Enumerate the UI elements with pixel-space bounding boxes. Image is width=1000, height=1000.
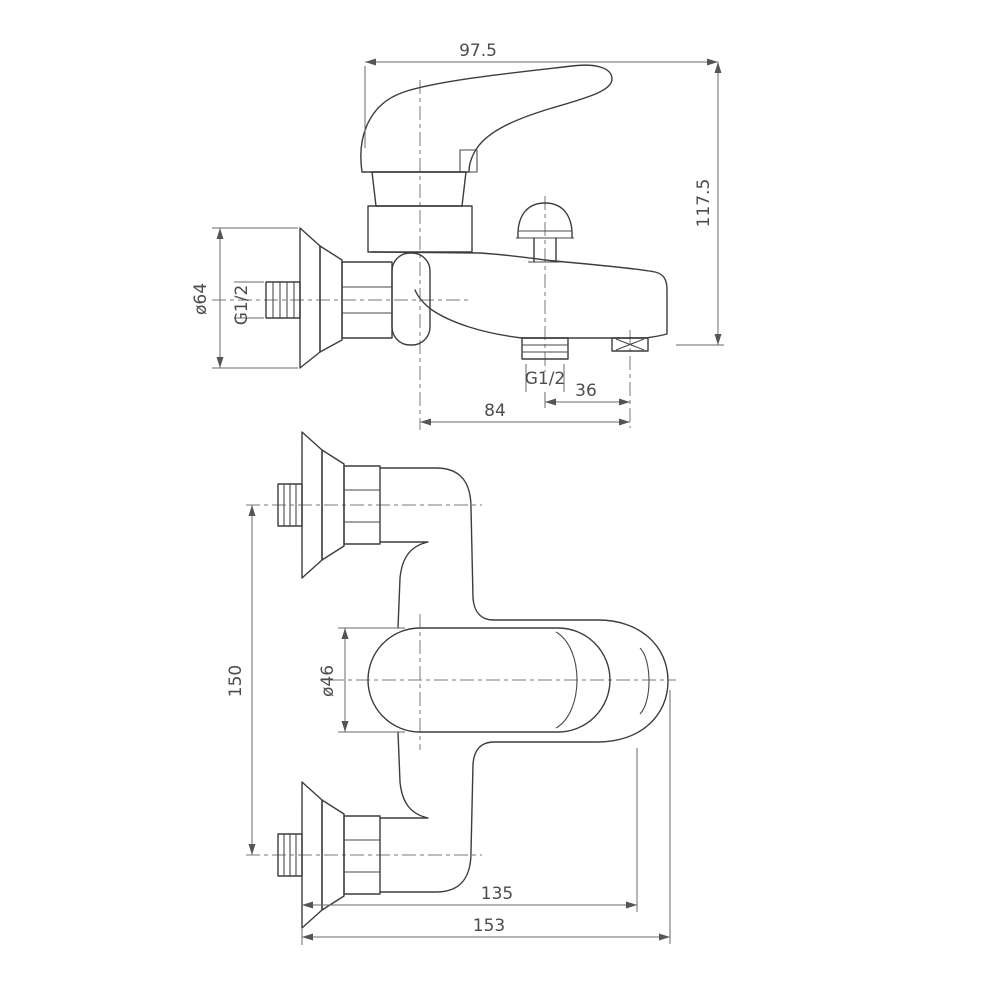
dimension-135: 135: [302, 748, 638, 912]
hex-nut-top: [343, 465, 381, 545]
dimension-label-84: 84: [484, 401, 506, 421]
wall-connection-bottom: [277, 781, 381, 929]
shower-outlet: [521, 337, 569, 360]
spout-outlet: [611, 337, 649, 352]
dimension-label-dia-46: ø46: [318, 665, 338, 697]
mixer-body-plan: [379, 467, 669, 893]
dimension-150: 150: [226, 505, 256, 855]
wall-connection-top: [277, 431, 381, 579]
handle-indicator-cap: [459, 149, 478, 173]
plan-view: 150 ø46 135 153: [226, 431, 676, 945]
dimension-117-5: 117.5: [676, 62, 724, 346]
label-inlet-thread: G1/2: [232, 281, 264, 326]
dimension-97-5: 97.5: [364, 41, 718, 148]
dimension-label-135: 135: [481, 884, 513, 904]
dimension-label-153: 153: [473, 916, 505, 936]
dimension-dia-46: ø46: [318, 627, 405, 733]
escutcheon-outer: [299, 227, 321, 369]
label-outlet-thread-text: G1/2: [525, 369, 566, 389]
label-outlet-thread: G1/2: [525, 364, 566, 392]
dimension-36: 36: [544, 381, 630, 408]
dimension-84: 84: [420, 401, 630, 426]
dimension-label-36: 36: [575, 381, 597, 401]
plan-view-centerlines: [246, 504, 676, 856]
threaded-nipple: [265, 281, 301, 319]
side-view: 97.5 117.5 ø64 G1/2 G1/2: [191, 41, 724, 430]
wall-connection-side: [265, 227, 431, 369]
hex-nut-bottom: [343, 815, 381, 895]
diverter-knob: [516, 202, 574, 263]
dimension-dia-64: ø64: [191, 227, 298, 369]
dimension-label-dia-64: ø64: [191, 283, 211, 315]
dimension-label-97-5: 97.5: [459, 41, 497, 61]
handle-lever: [360, 64, 613, 173]
handle-plan: [367, 627, 611, 733]
escutcheon-inner: [319, 245, 343, 353]
spout-tip-detail: [639, 647, 650, 715]
label-inlet-thread-text: G1/2: [232, 285, 252, 326]
dimension-label-117-5: 117.5: [694, 179, 714, 228]
dimension-label-150: 150: [226, 665, 246, 697]
dimension-153: 153: [301, 690, 671, 945]
mixer-body-side: [371, 251, 668, 339]
eccentric-connector: [391, 252, 431, 346]
